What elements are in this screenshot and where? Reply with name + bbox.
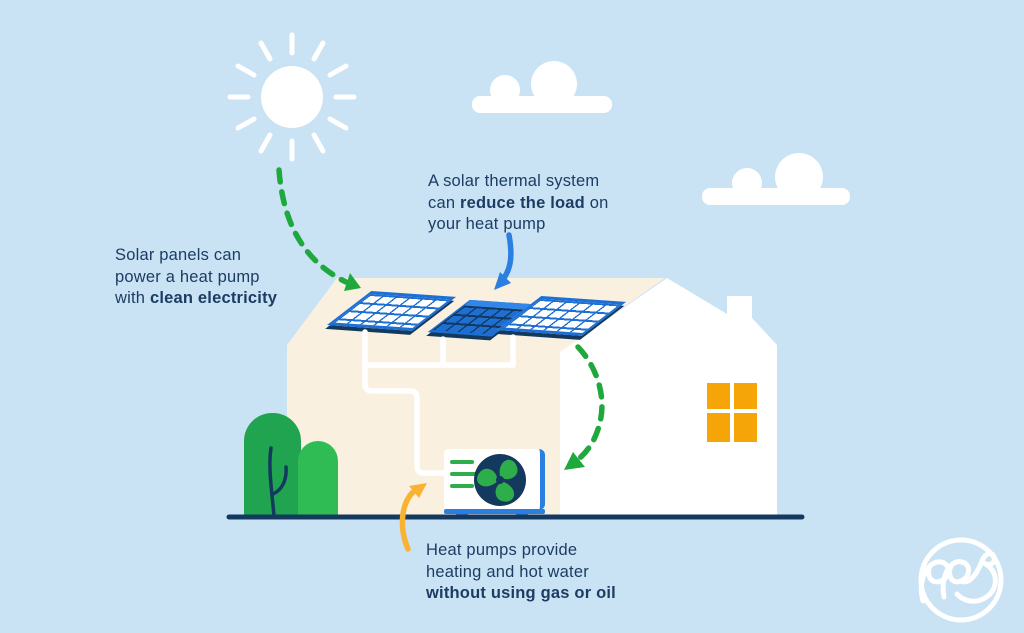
label-text: Heat pumps provide (426, 541, 578, 559)
heat-pump-vent (450, 472, 478, 476)
cloud-icon (472, 61, 612, 113)
sun-icon (227, 32, 357, 162)
heat-pump-label: Heat pumps provide heating and hot water… (426, 540, 616, 605)
label-line: Solar panels can (115, 245, 277, 267)
label-text: can (428, 193, 460, 212)
label-text: A solar thermal system (428, 172, 600, 190)
label-text: with (115, 289, 150, 307)
label-line: power a heat pump (115, 267, 277, 289)
label-line: heating and hot water (426, 562, 616, 584)
label-line: your heat pump (428, 214, 609, 236)
label-text-bold: clean electricity (149, 289, 278, 307)
solar-panels-label: Solar panels can power a heat pump with … (115, 245, 277, 310)
label-text: Solar panels can (115, 246, 242, 264)
label-line: A solar thermal system (428, 171, 609, 193)
label-text-bold: reduce the load (460, 193, 585, 212)
eco-swirl-logo (918, 537, 1004, 623)
label-text-bold: without using gas or oil (426, 584, 616, 602)
heat-pump-foot (516, 512, 528, 519)
solar-thermal-label: A solar thermal system can reduce the lo… (428, 171, 609, 236)
bush-large (244, 413, 301, 517)
bush-small (298, 441, 338, 517)
heat-pump-vent (450, 484, 474, 488)
label-line: without using gas or oil (426, 583, 616, 605)
heat-pump-vent (450, 460, 474, 464)
label-line: with clean electricity (115, 288, 277, 310)
house-window (707, 383, 757, 442)
label-text: heating and hot water (426, 562, 589, 581)
label-line: Heat pumps provide (426, 540, 616, 562)
label-text: on (584, 193, 609, 212)
arrow-sun-to-panels-icon (276, 167, 361, 291)
heat-pump-base (444, 509, 545, 514)
heat-pump-unit (444, 449, 545, 519)
window-transom (707, 409, 757, 413)
label-text: your heat pump (428, 215, 546, 233)
heat-pump-foot (456, 512, 468, 519)
cloud-icon (702, 153, 850, 205)
label-text: power a heat pump (115, 267, 260, 286)
label-line: can reduce the load on (428, 193, 609, 215)
fan-icon (474, 454, 526, 506)
